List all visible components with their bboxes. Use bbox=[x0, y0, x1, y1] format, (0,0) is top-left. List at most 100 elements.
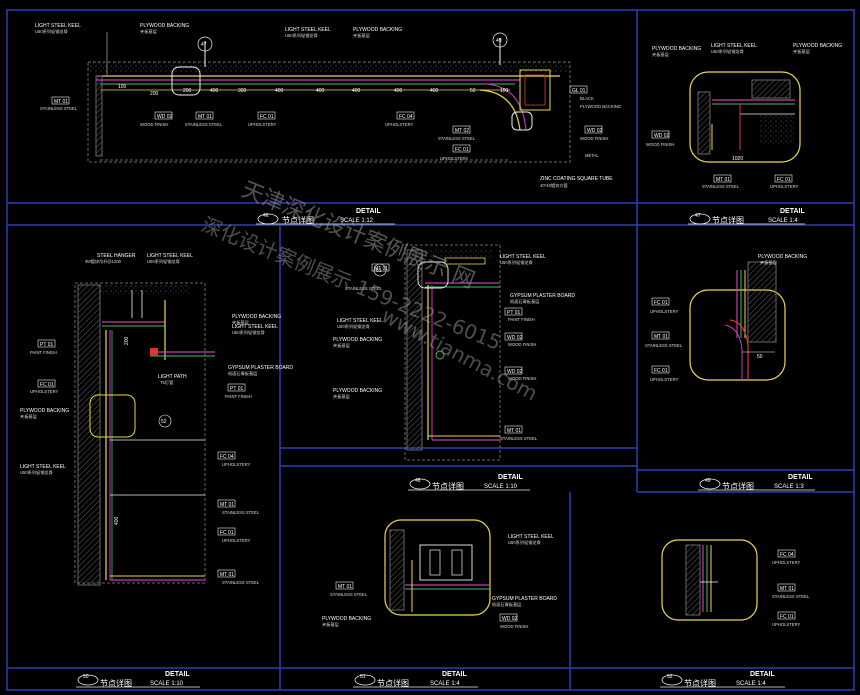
svg-text:DETAIL: DETAIL bbox=[780, 208, 805, 215]
svg-text:U50系列轻钢龙骨: U50系列轻钢龙骨 bbox=[337, 323, 370, 330]
svg-text:STAINLESS STEEL: STAINLESS STEEL bbox=[40, 106, 78, 111]
svg-text:纸面石膏板基层: 纸面石膏板基层 bbox=[492, 601, 521, 608]
svg-text:PLYWOOD BACKING: PLYWOOD BACKING bbox=[232, 314, 281, 320]
svg-text:节点详图: 节点详图 bbox=[722, 481, 754, 491]
svg-text:WOOD FINISH: WOOD FINISH bbox=[646, 142, 674, 147]
svg-text:PLYWOOD BACKING: PLYWOOD BACKING bbox=[322, 616, 371, 622]
tag-fc04: FC 04 bbox=[220, 454, 234, 460]
svg-text:PLYWOOD BACKING: PLYWOOD BACKING bbox=[140, 23, 189, 29]
svg-text:节点详图: 节点详图 bbox=[432, 481, 464, 491]
tag-fc01: FC 01 bbox=[780, 614, 794, 620]
dim-label: 300 bbox=[238, 88, 247, 94]
tag-fc04: FC 04 bbox=[399, 114, 413, 120]
detail-52-annotations: FC 04 UPHOLSTERY MT 01 STAINLESS STEEL F… bbox=[772, 549, 810, 627]
tag-mt01: MT 01 bbox=[716, 177, 730, 183]
callout-47: 47 bbox=[201, 42, 207, 48]
svg-text:UPHOLSTERY: UPHOLSTERY bbox=[222, 538, 251, 543]
svg-text:节点详图: 节点详图 bbox=[282, 215, 314, 225]
callout-49: 49 bbox=[496, 38, 502, 44]
tag-mt01: MT 01 bbox=[507, 428, 521, 434]
svg-text:U50系列轻钢龙骨: U50系列轻钢龙骨 bbox=[147, 258, 180, 265]
dim-label: 200 bbox=[124, 336, 130, 345]
detail-51-drawing bbox=[384, 519, 491, 616]
svg-text:UPHOLSTERY: UPHOLSTERY bbox=[772, 622, 801, 627]
tag-mt01: MT 01 bbox=[780, 586, 794, 592]
svg-text:PLYWOOD BACKING: PLYWOOD BACKING bbox=[20, 408, 69, 414]
svg-text:DETAIL: DETAIL bbox=[788, 474, 813, 481]
dim-label: 400 bbox=[352, 88, 361, 94]
detail-47-drawing: 1020 bbox=[689, 71, 801, 163]
svg-text:50: 50 bbox=[83, 674, 89, 680]
svg-text:PAINT FINISH: PAINT FINISH bbox=[508, 317, 535, 322]
svg-text:WOOD FINISH: WOOD FINISH bbox=[500, 624, 528, 629]
svg-text:夹板基层: 夹板基层 bbox=[333, 342, 350, 349]
svg-text:UPHOLSTERY: UPHOLSTERY bbox=[650, 377, 679, 382]
svg-text:夹板基层: 夹板基层 bbox=[232, 319, 249, 326]
svg-text:GYPSUM PLASTER BOARD: GYPSUM PLASTER BOARD bbox=[510, 293, 575, 299]
svg-text:LIGHT STEEL KEEL: LIGHT STEEL KEEL bbox=[500, 254, 546, 260]
detail-50-annotations: STEEL HANGER Φ8镀锌吊杆@1200 LIGHT STEEL KEE… bbox=[20, 253, 293, 585]
svg-text:夹板基层: 夹板基层 bbox=[652, 51, 669, 58]
svg-text:LIGHT STEEL KEEL: LIGHT STEEL KEEL bbox=[20, 464, 66, 470]
tag-fc01: FC 01 bbox=[260, 114, 274, 120]
svg-text:51: 51 bbox=[360, 674, 366, 680]
tag-mt01: MT 01 bbox=[220, 502, 234, 508]
svg-text:UPHOLSTERY: UPHOLSTERY bbox=[440, 156, 469, 161]
svg-text:PLYWOOD BACKING: PLYWOOD BACKING bbox=[333, 337, 382, 343]
tag-wd02: WD 02 bbox=[502, 616, 518, 622]
svg-text:WOOD FINISH: WOOD FINISH bbox=[580, 136, 608, 141]
dim-label: 50 bbox=[470, 88, 476, 94]
svg-text:49: 49 bbox=[705, 478, 711, 484]
svg-text:WOOD FINISH: WOOD FINISH bbox=[508, 376, 536, 381]
svg-text:48: 48 bbox=[415, 478, 421, 484]
title-block-49: 49 节点详图 SCALE 1:3 DETAIL bbox=[698, 474, 815, 491]
dim-label: 400 bbox=[210, 88, 219, 94]
tag-mt02: MT 02 bbox=[455, 128, 469, 134]
svg-text:SCALE 1:4: SCALE 1:4 bbox=[768, 218, 798, 224]
sheet-frame bbox=[6, 9, 855, 691]
tag-wd02: WD 02 bbox=[507, 335, 523, 341]
svg-text:U50系列轻钢龙骨: U50系列轻钢龙骨 bbox=[285, 32, 318, 39]
svg-text:STEEL HANGER: STEEL HANGER bbox=[97, 253, 136, 259]
svg-text:夹板基层: 夹板基层 bbox=[20, 413, 37, 420]
svg-text:47: 47 bbox=[695, 213, 701, 219]
svg-text:PLYWOOD BACKING: PLYWOOD BACKING bbox=[793, 43, 842, 49]
svg-text:UPHOLSTERY: UPHOLSTERY bbox=[385, 122, 414, 127]
tag-mt01: MT 01 bbox=[198, 114, 212, 120]
svg-text:PAINT FINISH: PAINT FINISH bbox=[225, 394, 252, 399]
dim-label: 400 bbox=[114, 516, 120, 525]
svg-text:夹板基层: 夹板基层 bbox=[353, 32, 370, 39]
tag-mt01: MT 01 bbox=[54, 99, 68, 105]
svg-text:STAINLESS STEEL: STAINLESS STEEL bbox=[702, 184, 740, 189]
dim-label: 400 bbox=[394, 88, 403, 94]
svg-text:DETAIL: DETAIL bbox=[442, 671, 467, 678]
detail-49-annotations: PLYWOOD BACKING 夹板基层 FC 01 UPHOLSTERY MT… bbox=[645, 254, 807, 382]
svg-text:U50系列轻钢龙骨: U50系列轻钢龙骨 bbox=[508, 539, 541, 546]
svg-text:SCALE 1:3: SCALE 1:3 bbox=[774, 484, 804, 490]
svg-text:UPHOLSTERY: UPHOLSTERY bbox=[30, 389, 59, 394]
svg-text:WOOD FINISH: WOOD FINISH bbox=[140, 122, 168, 127]
svg-text:LIGHT STEEL KEEL: LIGHT STEEL KEEL bbox=[147, 253, 193, 259]
svg-text:节点详图: 节点详图 bbox=[712, 215, 744, 225]
tag-wd02: WD 02 bbox=[507, 369, 523, 375]
callout-51: 51 bbox=[376, 268, 382, 274]
svg-text:PLYWOOD BACKING: PLYWOOD BACKING bbox=[353, 27, 402, 33]
dim-label: 1020 bbox=[732, 156, 743, 162]
dim-label: 100 bbox=[500, 88, 509, 94]
svg-text:SCALE 1:10: SCALE 1:10 bbox=[484, 484, 518, 490]
tag-wd02: WD 02 bbox=[654, 133, 670, 139]
svg-text:节点详图: 节点详图 bbox=[377, 678, 409, 688]
svg-text:U50系列轻钢龙骨: U50系列轻钢龙骨 bbox=[232, 329, 265, 336]
detail-52-drawing bbox=[661, 539, 758, 621]
svg-text:STAINLESS STEEL: STAINLESS STEEL bbox=[500, 436, 538, 441]
detail-49-drawing: 50 bbox=[689, 261, 786, 381]
svg-text:DETAIL: DETAIL bbox=[165, 671, 190, 678]
svg-text:52: 52 bbox=[667, 674, 673, 680]
tag-fc01: FC 01 bbox=[777, 177, 791, 183]
svg-text:UPHOLSTERY: UPHOLSTERY bbox=[772, 560, 801, 565]
tag-gl01: GL 01 bbox=[572, 88, 586, 94]
svg-text:GYPSUM PLASTER BOARD: GYPSUM PLASTER BOARD bbox=[228, 365, 293, 371]
tag-pt01: PT 01 bbox=[40, 342, 53, 348]
title-block-47: 47 节点详图 SCALE 1:4 DETAIL bbox=[688, 208, 805, 225]
svg-text:PAINT FINISH: PAINT FINISH bbox=[30, 350, 57, 355]
